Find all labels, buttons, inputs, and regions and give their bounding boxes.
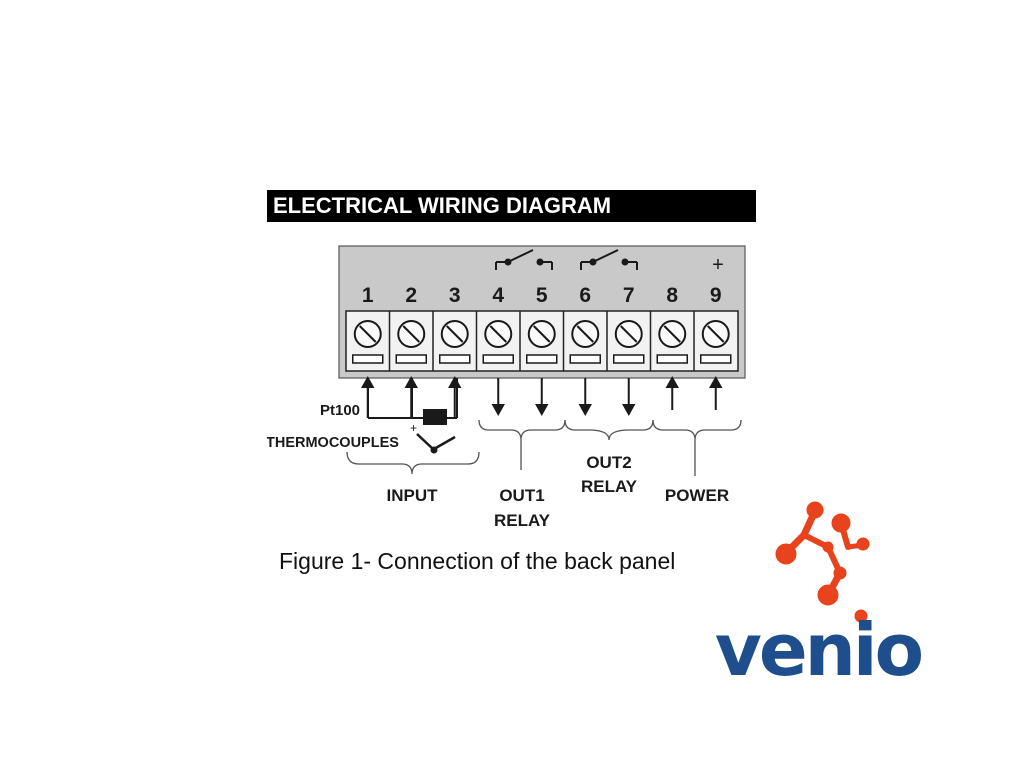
terminal-number-8: 8 [666,284,678,307]
arrow-down-icon-7 [622,378,636,417]
logo-network-graphic [775,501,870,623]
thermocouple-plus-sign: + [410,421,417,435]
terminal-number-1: 1 [362,284,374,307]
arrow-down-icon-5 [535,378,549,417]
terminal-number-6: 6 [579,284,591,307]
venio-logo: venio [700,495,940,695]
out1-group-label: OUT1 [499,486,544,505]
thermocouples-label: THERMOCOUPLES [267,435,399,451]
terminal-screw-7 [606,311,645,371]
terminal-number-9: 9 [710,284,722,307]
terminal-screw-9 [693,311,732,371]
group-braces [346,419,742,476]
arrow-down-icon-4 [491,378,505,417]
figure-caption: Figure 1- Connection of the back panel [279,548,676,574]
relay2-contact-symbol [580,249,638,270]
arrow-up-icon-9 [709,375,723,410]
terminal-number-5: 5 [536,284,548,307]
terminal-screw-4 [475,311,514,371]
out2-group-label: OUT2 [586,453,631,472]
diagram-title: ELECTRICAL WIRING DIAGRAM [267,190,756,222]
terminal-screw-8 [649,311,688,371]
input-wiring [367,378,458,419]
terminal-number-2: 2 [405,284,417,307]
arrow-up-icon-3 [448,375,462,418]
terminal-screw-2 [388,311,427,371]
out1-relay-label: RELAY [494,511,551,530]
terminal-number-3: 3 [449,284,461,307]
logo-wordmark: venio [715,608,922,692]
terminal-number-4: 4 [492,284,504,307]
terminal-screw-3 [432,311,471,371]
thermocouple-junction [416,433,456,451]
power-plus-sign: + [712,254,724,276]
relay1-contact-symbol [495,249,553,270]
power-group-label: POWER [665,486,729,505]
input-group-label: INPUT [387,486,439,505]
terminal-screw-6 [562,311,601,371]
terminal-number-7: 7 [623,284,635,307]
arrow-down-icon-6 [578,378,592,417]
terminal-screw-5 [519,311,558,371]
terminal-screw-1 [352,320,384,364]
thermocouple-junction-dot [430,446,438,454]
pt100-label: Pt100 [320,402,360,419]
out2-relay-label: RELAY [581,477,638,496]
pt100-resistor [423,409,447,425]
arrow-up-icon-8 [665,375,679,410]
